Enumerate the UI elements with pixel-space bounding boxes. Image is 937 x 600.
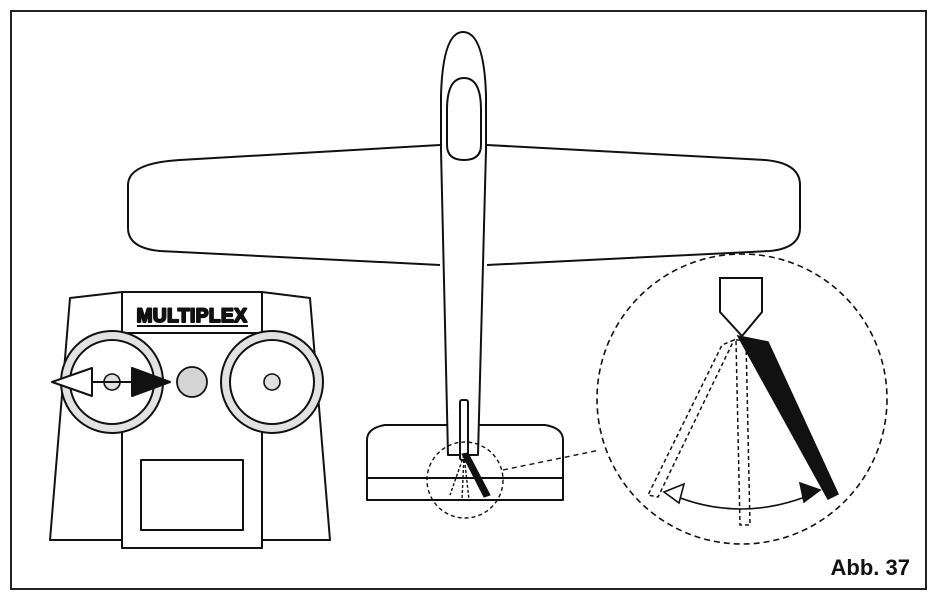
magnified-fin bbox=[719, 277, 763, 338]
deflection-arc bbox=[667, 492, 816, 510]
hollow-arrowhead-left-icon bbox=[51, 367, 93, 397]
rudder-position-center bbox=[735, 339, 751, 526]
figure-caption: Abb. 37 bbox=[831, 555, 910, 580]
arc-arrow-left-icon bbox=[662, 482, 686, 505]
magnified-rudder-detail bbox=[596, 253, 888, 545]
canopy bbox=[446, 77, 482, 161]
center-button bbox=[176, 366, 208, 398]
rudder-position-left bbox=[646, 338, 736, 498]
solid-arrowhead-right-icon bbox=[131, 367, 171, 397]
main-wing bbox=[127, 144, 801, 266]
vertical-fin bbox=[459, 399, 469, 461]
airplane bbox=[127, 31, 801, 519]
detail-leader-line bbox=[502, 449, 601, 471]
transmitter: MULTIPLEX bbox=[49, 291, 331, 549]
tail-detail-circle bbox=[426, 441, 504, 519]
transmitter-display bbox=[140, 459, 244, 531]
rudder-position-right bbox=[736, 334, 839, 500]
arc-arrow-right-icon bbox=[798, 481, 822, 504]
right-stick-gimbal bbox=[220, 330, 324, 434]
brand-label: MULTIPLEX bbox=[137, 306, 248, 327]
right-stick-knob bbox=[263, 373, 281, 391]
tail-rudder-small bbox=[449, 452, 491, 501]
